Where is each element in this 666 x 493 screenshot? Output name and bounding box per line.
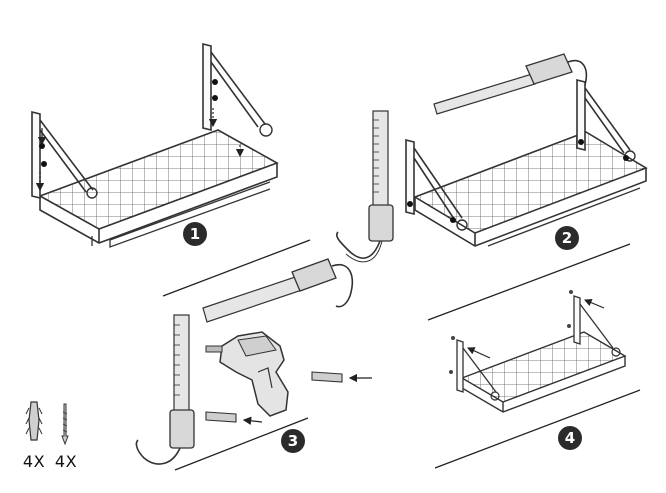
step-3-vertical-level [135, 314, 195, 465]
step-2-right-bracket [576, 78, 631, 154]
wall-line [162, 239, 311, 297]
step-1-badge [183, 222, 207, 246]
step-3-anchor [205, 411, 263, 425]
step-4-rack-grid [460, 331, 627, 403]
wall-line [434, 389, 641, 469]
step-2-left-bracket [405, 138, 463, 223]
step-4-badge [558, 426, 582, 450]
hardware-screw: 4X [55, 403, 77, 471]
step-1-right-bracket [202, 42, 266, 132]
wall-line [174, 417, 309, 471]
vertical-level-tool [335, 110, 394, 263]
screw-quantity: 4X [55, 452, 77, 471]
step-1-number: 1 [190, 225, 200, 243]
step-2-rack-grid [413, 131, 648, 234]
step-3-drill [205, 331, 289, 417]
step-1-illustration: 1 [31, 42, 279, 248]
step-4-number: 4 [565, 429, 575, 447]
step-2-illustration: 2 [405, 53, 648, 250]
step-4-right-bracket [573, 295, 614, 349]
step-2-number: 2 [562, 229, 572, 247]
wall-line [427, 243, 631, 321]
step-2-level-tool [433, 53, 588, 115]
step-3-level-tool [202, 258, 354, 323]
step-4-illustration: 4 [449, 290, 627, 450]
wall-anchor-quantity: 4X [23, 452, 45, 471]
hardware-wall-anchor: 4X [23, 401, 45, 471]
step-4-left-bracket [456, 339, 497, 393]
step-3-illustration: 3 [135, 258, 372, 465]
step-3-anchor [311, 371, 372, 383]
step-3-badge [281, 429, 305, 453]
step-1-rack-grid [38, 129, 279, 230]
step-2-badge [555, 226, 579, 250]
step-3-number: 3 [288, 432, 298, 450]
